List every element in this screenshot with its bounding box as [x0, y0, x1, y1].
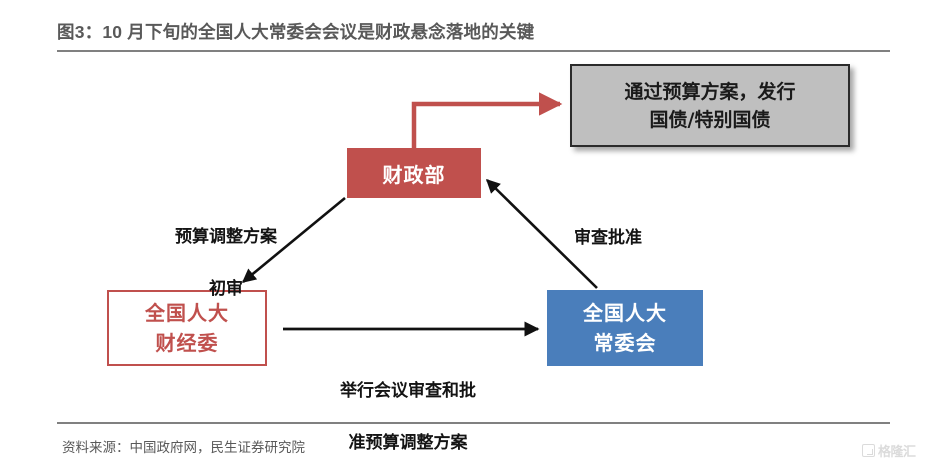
edge-label-hold-meeting-approve-budget-line2: 准预算调整方案: [348, 433, 468, 453]
node-npc-finance-committee-line2: 财经委: [155, 331, 219, 355]
node-npc-finance-committee[interactable]: 全国人大 财经委: [107, 290, 267, 366]
edge-label-budget-first-review: 预算调整方案 初审: [128, 198, 324, 302]
edge-label-budget-first-review-line2: 初审: [209, 279, 243, 299]
node-ministry-of-finance-label: 财政部: [382, 162, 446, 187]
watermark: 格隆汇: [862, 441, 916, 460]
node-npc-standing-committee-line2: 常委会: [593, 331, 657, 355]
page-title: 图3：10 月下旬的全国人大常委会会议是财政悬念落地的关键: [57, 22, 535, 42]
figure-title-block: 图3：10 月下旬的全国人大常委会会议是财政悬念落地的关键: [57, 20, 890, 54]
edge-label-review-and-approve-line1: 审查批准: [574, 228, 642, 248]
node-npc-standing-committee[interactable]: 全国人大 常委会: [547, 290, 703, 366]
node-npc-standing-committee-line1: 全国人大: [583, 301, 667, 325]
node-budget-approval-line2: 国债/特别国债: [649, 108, 771, 131]
gelonghui-logo-icon: [862, 444, 875, 457]
edge-label-budget-first-review-line1: 预算调整方案: [175, 227, 277, 247]
source-note: 资料来源：中国政府网，民生证券研究院: [62, 440, 305, 455]
edge-mof-to-gray: [411, 92, 563, 148]
title-divider: [57, 50, 890, 52]
node-budget-approval-line1: 通过预算方案，发行: [624, 80, 796, 103]
watermark-label: 格隆汇: [878, 444, 916, 459]
edge-label-review-and-approve: 审查批准: [543, 199, 673, 251]
edge-label-hold-meeting-approve-budget: 举行会议审查和批 准预算调整方案: [288, 352, 528, 456]
footer-divider: [57, 422, 890, 424]
node-ministry-of-finance[interactable]: 财政部: [347, 148, 481, 198]
node-npc-finance-committee-line1: 全国人大: [145, 301, 229, 325]
node-budget-approval[interactable]: 通过预算方案，发行 国债/特别国债: [570, 64, 850, 147]
edge-label-hold-meeting-approve-budget-line1: 举行会议审查和批: [340, 381, 476, 401]
